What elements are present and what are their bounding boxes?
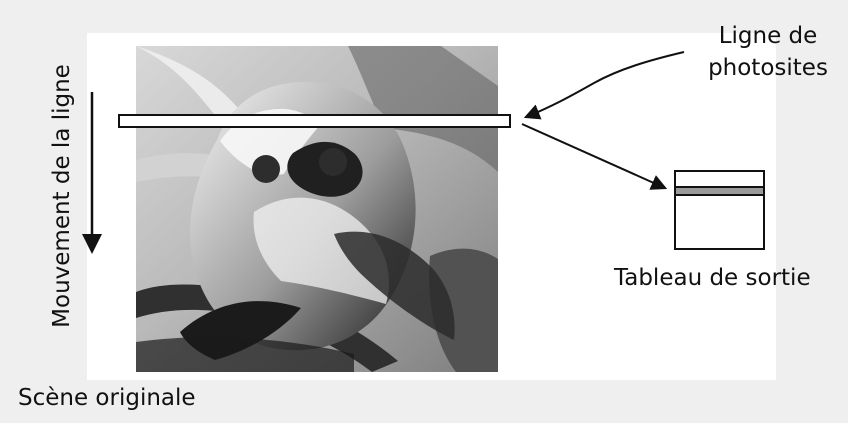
koala-photo	[136, 46, 498, 372]
output-table-row	[676, 186, 763, 196]
output-table	[674, 170, 765, 250]
photosite-line-bar	[118, 114, 511, 128]
photosite-line-label: Ligne de photosites	[708, 23, 828, 81]
output-table-label: Tableau de sortie	[614, 265, 811, 291]
original-scene-label: Scène originale	[18, 385, 196, 411]
line-movement-label: Mouvement de la ligne	[49, 64, 76, 328]
